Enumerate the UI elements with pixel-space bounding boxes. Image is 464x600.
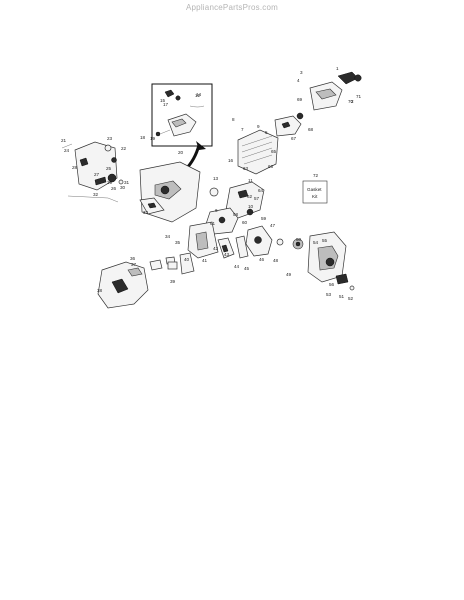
watermark: AppliancePartsPros.com [186,3,278,12]
callout-5: 5 [265,130,268,135]
callout-47: 47 [270,223,276,228]
callout-18: 18 [140,135,146,140]
callout-65: 65 [271,149,277,154]
callout-45: 45 [244,266,250,271]
starter-housing [307,231,355,291]
kit-box-number: 72 [313,173,319,178]
callout-24: 24 [64,148,70,153]
callout-9: 9 [257,124,260,129]
callout-48: 48 [273,258,279,263]
crankcase [205,181,265,235]
callout-21: 21 [61,138,67,143]
callout-36: 36 [130,256,136,261]
callout-43: 43 [224,252,230,257]
callout-68: 68 [308,127,314,132]
callout-25: 25 [106,166,112,171]
callout-42: 42 [213,246,219,251]
callout-1: 1 [336,66,339,71]
callout-7: 7 [241,127,244,132]
callout-44: 44 [234,264,240,269]
callout-17: 17 [163,102,169,107]
callout-29: 29 [107,180,113,185]
callout-67: 67 [291,136,297,141]
fuel-tank [187,221,219,259]
callout-39: 39 [170,279,176,284]
callout-20: 20 [178,150,184,155]
callout-22: 22 [121,146,127,151]
callout-60: 60 [242,220,248,225]
callout-33: 33 [143,210,149,215]
callout-14: 14 [196,92,202,97]
callout-52: 52 [348,296,354,301]
callout-50: 50 [296,237,302,242]
callout-54: 54 [313,240,319,245]
kit-box-line1: Gasket [307,187,322,192]
callout-38: 38 [97,288,103,293]
gasket-kit-box [302,180,328,204]
engine-cover [97,259,178,309]
callout-11: 11 [248,178,253,183]
callout-4: 4 [297,78,300,83]
callout-55: 55 [322,238,328,243]
callout-8: 8 [232,117,235,122]
callout-57: 57 [254,196,260,201]
callout-12: 12 [195,93,201,98]
callout-30: 30 [120,185,126,190]
callout-66: 66 [268,164,274,169]
callout-51: 51 [339,294,345,299]
carburetor-parts [165,225,304,275]
callout-49: 49 [286,272,292,277]
engine-cylinder [237,71,362,175]
kit-box-line2: Kit [312,194,318,199]
callout-23: 23 [107,136,113,141]
callout-63: 63 [243,166,249,171]
callout-27: 27 [94,172,100,177]
callout-64: 64 [258,188,264,193]
handle-assembly [61,141,124,203]
callout-26: 26 [111,186,117,191]
callout-56: 56 [329,282,335,287]
callout-3: 3 [300,70,303,75]
callout-70: 70 [348,99,354,104]
callout-61: 61 [210,221,216,226]
callout-10: 10 [248,204,254,209]
callout-62: 62 [247,194,253,199]
callout-37: 37 [131,262,137,267]
callout-19: 19 [150,136,156,141]
callout-71: 71 [356,94,362,99]
callout-28: 28 [72,165,78,170]
callout-35: 35 [175,240,181,245]
callout-31: 31 [124,180,130,185]
callout-16: 16 [228,158,234,163]
callout-6: 6 [215,208,218,213]
callout-41: 41 [202,258,208,263]
callout-59: 59 [261,216,267,221]
callout-13: 13 [213,176,219,181]
callout-labels: 1 2 3 4 5 6 7 8 9 10 11 12 13 14 15 16 1… [61,66,362,301]
inset-detail-box [151,83,213,147]
callout-15: 15 [160,98,166,103]
callout-2: 2 [351,99,354,104]
callout-32: 32 [93,192,99,197]
callout-34: 34 [165,234,171,239]
callout-40: 40 [184,257,190,262]
callout-46: 46 [259,257,265,262]
callout-69: 69 [297,97,303,102]
center-housing [139,161,201,223]
callout-53: 53 [326,292,332,297]
callout-58: 58 [233,212,239,217]
